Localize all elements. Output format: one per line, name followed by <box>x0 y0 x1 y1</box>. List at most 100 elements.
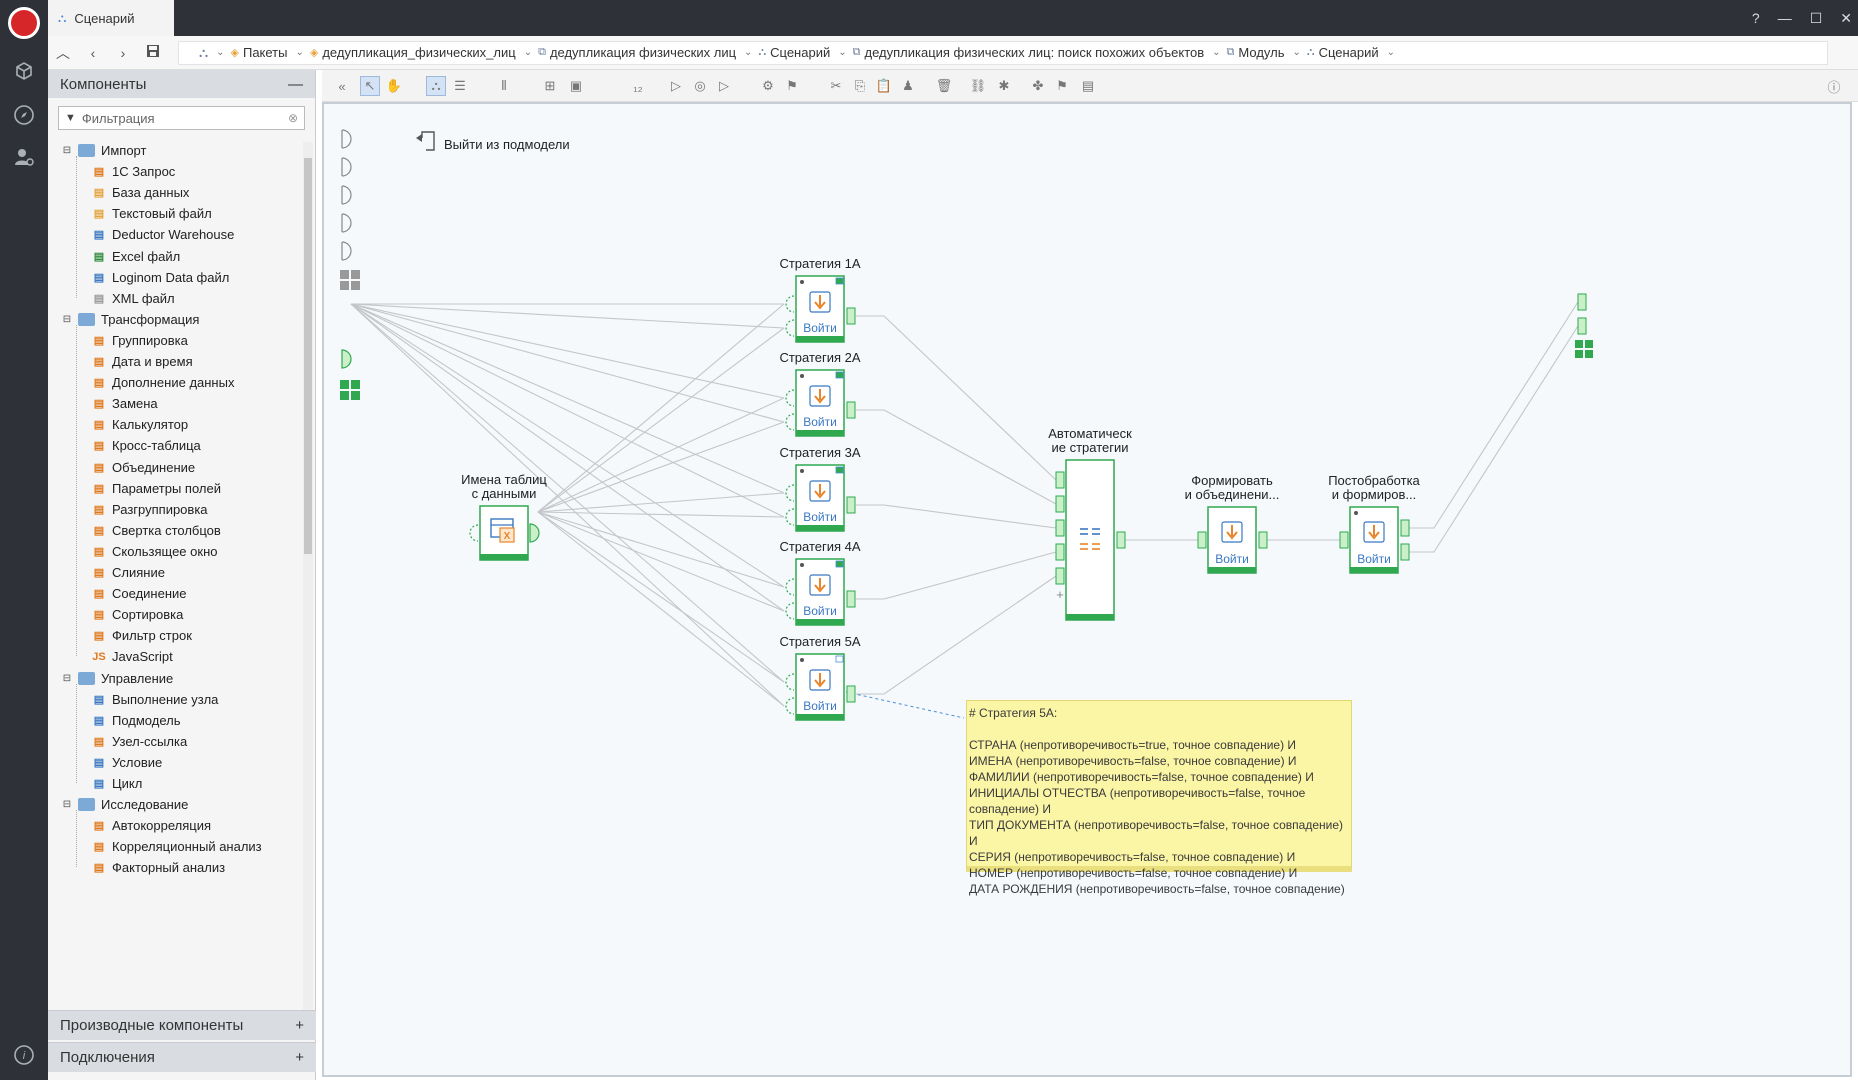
run-to-icon[interactable]: ▷ <box>719 78 729 93</box>
breadcrumb-item[interactable]: ◈Пакеты⌄ <box>231 45 304 60</box>
scrollbar-thumb[interactable] <box>304 158 312 554</box>
tree-item[interactable]: ▤Замена <box>92 391 158 416</box>
tree-item[interactable]: ▤Кросс-таблица <box>92 433 201 458</box>
tree-item[interactable]: ▤Цикл <box>92 771 143 796</box>
components-panel-header[interactable]: Компоненты — <box>48 70 315 98</box>
collapse-panel-icon[interactable]: « <box>338 78 346 94</box>
tree-item[interactable]: ▤Группировка <box>92 328 188 353</box>
postprocessing-node[interactable]: Постобработка и формиров... Войти <box>1328 473 1421 574</box>
packages-icon[interactable] <box>9 56 39 86</box>
minimize-button[interactable]: — <box>1777 10 1792 26</box>
maximize-button[interactable]: ☐ <box>1809 9 1823 26</box>
strategy-input-port[interactable] <box>785 697 795 715</box>
tree-folder[interactable]: ⊟Трансформация <box>62 307 200 332</box>
delete-icon[interactable]: 🗑 <box>935 78 953 93</box>
tree-scrollbar[interactable] <box>303 142 313 1012</box>
tree-item[interactable]: ▤Факторный анализ <box>92 855 225 880</box>
info-toolbar-icon[interactable]: ⓘ <box>1827 79 1841 95</box>
tree-item[interactable]: ▤Калькулятор <box>92 412 188 437</box>
auto-strategies-node[interactable]: Автоматическ ие стратегии + <box>1048 426 1132 621</box>
output-variables-port-icon[interactable] <box>1575 340 1593 358</box>
cut-icon[interactable]: ✂ <box>830 78 842 93</box>
info-icon[interactable]: i <box>9 1040 39 1070</box>
tree-item[interactable]: ▤Дата и время <box>92 349 193 374</box>
breadcrumb-item[interactable]: ⧉дедупликация физических лиц⌄ <box>538 45 752 60</box>
hand-tool-icon[interactable]: ✋ <box>385 78 403 93</box>
tree-item[interactable]: ▤Узел-ссылка <box>92 729 187 754</box>
strategy-input-port[interactable] <box>785 508 795 526</box>
breadcrumb-item[interactable]: ◈дедупликация_физических_лиц⌄ <box>310 45 532 60</box>
user-settings-icon[interactable] <box>9 142 39 172</box>
chevron-down-icon[interactable]: ⌄ <box>838 47 847 58</box>
strategy-enter-button[interactable]: Войти <box>803 510 837 524</box>
wizard-icon[interactable]: ⚑ <box>786 78 798 93</box>
strategy-output-port[interactable] <box>846 401 856 419</box>
connections-section[interactable]: Подключения + <box>48 1042 316 1072</box>
strategy-output-port[interactable] <box>846 496 856 514</box>
strategy-note[interactable]: # Стратегия 5А:СТРАНА (непротиворечивост… <box>966 700 1352 896</box>
chevron-down-icon[interactable]: ⌄ <box>523 47 533 58</box>
chevron-down-icon[interactable]: ⌄ <box>744 47 753 58</box>
add-connection-button[interactable]: + <box>295 1049 304 1066</box>
forward-icon[interactable]: › <box>120 44 126 61</box>
close-button[interactable]: ✕ <box>1840 9 1852 26</box>
scenario-output-ports[interactable] <box>1577 293 1587 335</box>
breadcrumb-item[interactable]: ⧉дедупликация физических лиц: поиск похо… <box>853 45 1221 60</box>
tree-item[interactable]: ▤Корреляционный анализ <box>92 834 262 859</box>
paste-icon[interactable]: 📋 <box>875 78 893 93</box>
save-icon[interactable] <box>138 44 168 61</box>
strategy-input-port[interactable] <box>785 673 795 691</box>
collapse-toggle-icon[interactable]: ⊟ <box>62 145 72 156</box>
debug-icon[interactable]: ✱ <box>998 78 1010 93</box>
tree-item[interactable]: ▤Фильтр строк <box>92 623 192 648</box>
tree-folder[interactable]: ⊟Импорт <box>62 138 147 163</box>
pointer-tool-icon[interactable]: ↖ <box>360 76 380 96</box>
strategy-output-port[interactable] <box>846 590 856 608</box>
strategy-input-port[interactable] <box>785 295 795 313</box>
strategy-enter-button[interactable]: Войти <box>803 699 837 713</box>
comment-badge-icon[interactable] <box>835 560 844 568</box>
numbering-icon[interactable]: ₁₂ <box>633 78 643 94</box>
tree-item[interactable]: ▤Выполнение узла <box>92 687 219 712</box>
graph-view-icon[interactable]: ⛬ <box>426 76 446 96</box>
tree-item[interactable]: ▤Соединение <box>92 581 187 606</box>
tree-folder[interactable]: ⊟Управление <box>62 666 173 691</box>
scenario-variables-port-icon[interactable] <box>340 380 360 400</box>
run-icon[interactable]: ▷ <box>671 78 681 93</box>
tree-item[interactable]: ▤Deductor Warehouse <box>92 222 235 247</box>
app-logo-icon[interactable] <box>8 7 40 39</box>
derived-components-section[interactable]: Производные компоненты + <box>48 1010 316 1040</box>
note-icon[interactable]: ▤ <box>1081 78 1095 93</box>
post-node-enter-button[interactable]: Войти <box>1357 552 1391 566</box>
link-icon[interactable]: ⛓ <box>969 78 987 93</box>
tree-item[interactable]: ▤Условие <box>92 750 162 775</box>
tree-item[interactable]: ▤Параметры полей <box>92 476 221 501</box>
scenario-input-port[interactable] <box>341 349 352 369</box>
tree-item[interactable]: ▤Слияние <box>92 560 165 585</box>
input-tables-node[interactable]: Имена таблиц с данными X <box>461 472 547 561</box>
comment-badge-icon[interactable] <box>835 371 844 379</box>
tree-folder[interactable]: ⊟Исследование <box>62 792 189 817</box>
form-merge-node[interactable]: Формировать и объединени... Войти <box>1185 473 1280 574</box>
strategy-output-port[interactable] <box>846 307 856 325</box>
comment-badge-icon[interactable] <box>835 466 844 474</box>
back-icon[interactable]: ‹ <box>90 44 96 61</box>
strategy-input-port[interactable] <box>785 389 795 407</box>
user-icon[interactable]: ♟ <box>902 78 914 93</box>
list-view-icon[interactable]: ☰ <box>454 78 466 93</box>
chevron-down-icon[interactable]: ⌄ <box>1212 47 1221 58</box>
tree-item[interactable]: ▤Подмодель <box>92 708 181 733</box>
pin-icon[interactable]: ✤ <box>1032 78 1044 93</box>
chevron-down-icon[interactable]: ⌄ <box>1292 47 1301 58</box>
tree-item[interactable]: ▤База данных <box>92 180 190 205</box>
settings-icon[interactable]: ⚙ <box>762 78 774 93</box>
filter-field[interactable]: ▼ Фильтрация ⊗ <box>58 106 305 130</box>
group-icon[interactable]: ▣ <box>569 78 583 93</box>
strategy-input-port[interactable] <box>785 484 795 502</box>
tree-item[interactable]: ▤Свертка столбцов <box>92 518 221 543</box>
help-button[interactable]: ? <box>1751 10 1760 26</box>
